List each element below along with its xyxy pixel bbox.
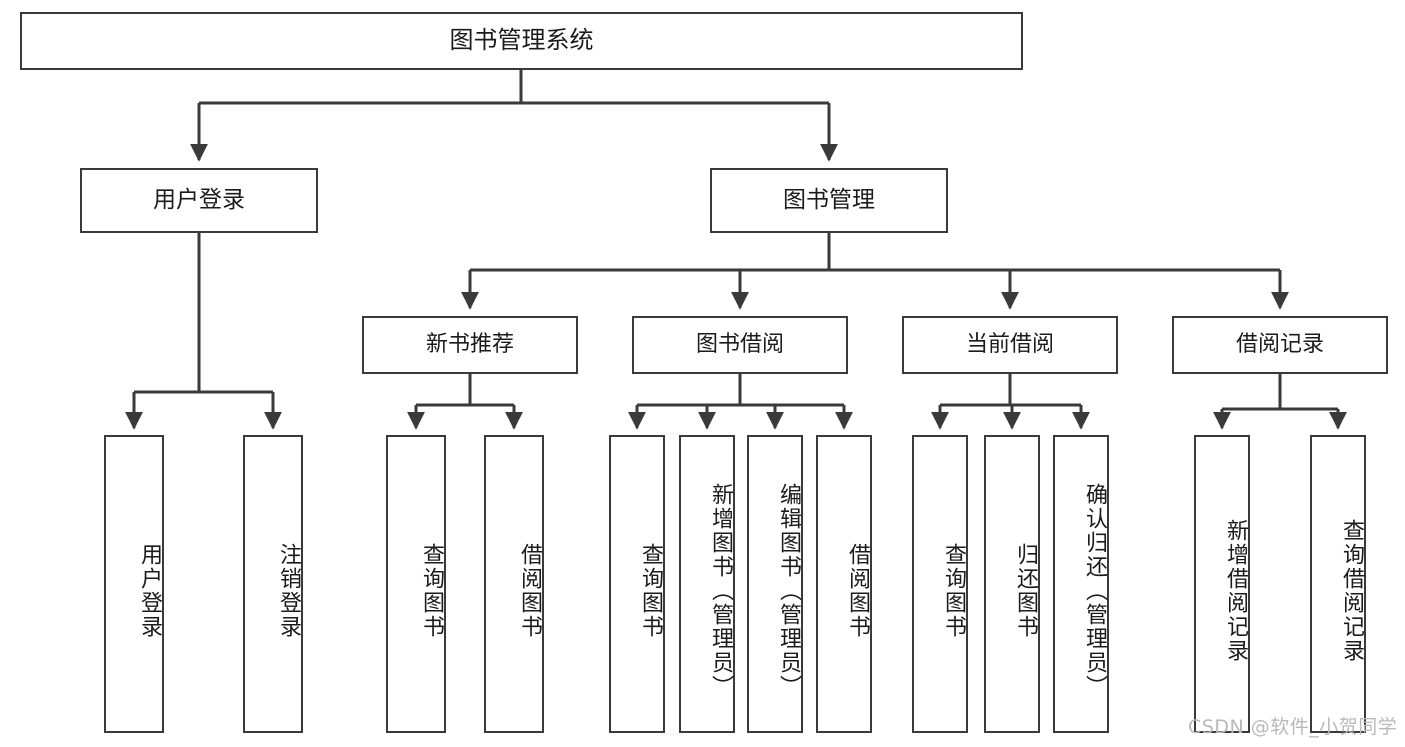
node-leaf-borrow-book-label: 借阅图书 — [845, 543, 870, 639]
node-leaf-user-logout[interactable]: 注销登录 — [243, 435, 303, 733]
node-leaf-add-book-label: 新增图书（管理员） — [708, 483, 733, 699]
node-leaf-return-book-label: 归还图书 — [1013, 543, 1038, 639]
node-leaf-edit-book-label: 编辑图书（管理员） — [776, 483, 801, 699]
node-leaf-user-login[interactable]: 用户登录 — [104, 435, 164, 733]
node-leaf-return-book[interactable]: 归还图书 — [984, 435, 1040, 733]
node-leaf-confirm-return[interactable]: 确认归还（管理员） — [1053, 435, 1109, 733]
node-root-label: 图书管理系统 — [449, 26, 594, 55]
node-book-borrow[interactable]: 图书借阅 — [632, 316, 848, 374]
node-new-book-recommend[interactable]: 新书推荐 — [362, 316, 578, 374]
node-new-book-recommend-label: 新书推荐 — [425, 331, 514, 357]
node-leaf-user-logout-label: 注销登录 — [276, 543, 301, 639]
node-leaf-edit-book[interactable]: 编辑图书（管理员） — [747, 435, 803, 733]
node-root[interactable]: 图书管理系统 — [20, 12, 1023, 70]
node-leaf-add-record[interactable]: 新增借阅记录 — [1194, 435, 1250, 733]
node-book-manage-label: 图书管理 — [783, 187, 875, 214]
node-leaf-confirm-return-label: 确认归还（管理员） — [1082, 483, 1107, 699]
node-leaf-query-book-rec[interactable]: 查询图书 — [386, 435, 446, 733]
node-book-borrow-label: 图书借阅 — [695, 331, 784, 357]
node-leaf-query-record-label: 查询借阅记录 — [1339, 519, 1364, 663]
node-leaf-borrow-book[interactable]: 借阅图书 — [816, 435, 872, 733]
node-leaf-add-book[interactable]: 新增图书（管理员） — [679, 435, 735, 733]
node-leaf-add-record-label: 新增借阅记录 — [1223, 519, 1248, 663]
node-leaf-query-book-cur-label: 查询图书 — [941, 543, 966, 639]
node-leaf-query-book-borrow[interactable]: 查询图书 — [609, 435, 665, 733]
node-leaf-query-book-cur[interactable]: 查询图书 — [912, 435, 968, 733]
watermark: CSDN @软件_小贺同学 — [1188, 716, 1398, 738]
node-leaf-query-record[interactable]: 查询借阅记录 — [1310, 435, 1366, 733]
node-leaf-user-login-label: 用户登录 — [137, 543, 162, 639]
node-user-login-label: 用户登录 — [153, 187, 245, 214]
node-leaf-borrow-book-rec-label: 借阅图书 — [517, 543, 542, 639]
node-leaf-query-book-borrow-label: 查询图书 — [638, 543, 663, 639]
node-book-manage[interactable]: 图书管理 — [710, 168, 948, 233]
node-leaf-query-book-rec-label: 查询图书 — [419, 543, 444, 639]
node-current-borrow-label: 当前借阅 — [965, 331, 1054, 357]
node-current-borrow[interactable]: 当前借阅 — [902, 316, 1118, 374]
node-leaf-borrow-book-rec[interactable]: 借阅图书 — [484, 435, 544, 733]
node-borrow-record[interactable]: 借阅记录 — [1172, 316, 1388, 374]
node-borrow-record-label: 借阅记录 — [1235, 331, 1324, 357]
node-user-login[interactable]: 用户登录 — [80, 168, 318, 233]
